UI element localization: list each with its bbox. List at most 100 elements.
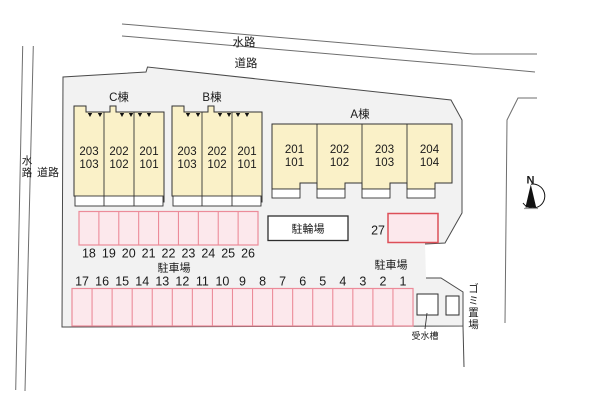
small-utility-box bbox=[445, 295, 460, 316]
waterway-left-line-outer bbox=[15, 45, 24, 391]
bicycle-parking-label: 駐輪場 bbox=[292, 222, 325, 236]
right-road-line bbox=[504, 97, 537, 324]
parking-space-number: 2 bbox=[379, 275, 386, 289]
parking-space-number: 8 bbox=[259, 275, 266, 289]
parking-space-number: 4 bbox=[339, 275, 346, 289]
compass-north-label: N bbox=[527, 175, 535, 187]
right-road: ゴミ置場 bbox=[468, 97, 537, 331]
unit-number-lower: 103 bbox=[79, 159, 98, 171]
entrance-porch bbox=[271, 188, 301, 199]
entrance-mark-icon bbox=[235, 113, 241, 117]
bicycle-parking-box bbox=[267, 215, 349, 242]
parking-space-number: 13 bbox=[155, 275, 169, 289]
parking-space-number: 14 bbox=[135, 275, 149, 289]
unit-number-upper: 202 bbox=[207, 146, 226, 158]
entrance-porch bbox=[172, 195, 262, 207]
building-b-outline bbox=[171, 105, 263, 203]
parking-space-number: 17 bbox=[75, 275, 89, 289]
top-waterway-road: 水路 道路 bbox=[121, 23, 537, 73]
entrance-porch bbox=[361, 188, 391, 199]
entrance-mark-icon bbox=[195, 113, 201, 117]
unit-number-upper: 201 bbox=[139, 146, 158, 158]
buildings: C棟203103202102201101B棟203103202102201101… bbox=[73, 90, 453, 207]
entrance-mark-icon bbox=[128, 113, 134, 117]
parking-space-number: 19 bbox=[102, 247, 116, 261]
parking-space-number: 21 bbox=[142, 247, 156, 261]
parking-space-number: 20 bbox=[122, 247, 136, 261]
waterway-left-label: 水路 bbox=[22, 155, 33, 179]
unit-number-lower: 104 bbox=[420, 157, 440, 169]
entrance-porch bbox=[406, 188, 436, 199]
entrance-mark-icon bbox=[119, 113, 125, 117]
unit-number-upper: 201 bbox=[285, 144, 304, 156]
building-name: C棟 bbox=[109, 90, 129, 104]
unit-number-lower: 103 bbox=[177, 159, 196, 171]
left-waterway-road: 水路 道路 bbox=[15, 45, 59, 392]
parking-space-number: 26 bbox=[241, 247, 255, 261]
parking-lot-label-left: 駐車場 bbox=[158, 261, 191, 275]
parking-space-number: 7 bbox=[279, 275, 286, 289]
building-c-outline bbox=[73, 105, 165, 203]
unit-number-lower: 103 bbox=[375, 157, 394, 169]
parking-space-number: 10 bbox=[215, 275, 229, 289]
compass: N bbox=[522, 175, 546, 210]
waterway-top-label: 水路 bbox=[233, 35, 256, 49]
parking-space-27: 27 bbox=[371, 212, 439, 244]
building-name: A棟 bbox=[350, 107, 370, 121]
unit-number-upper: 203 bbox=[375, 144, 394, 156]
parking-space-number: 11 bbox=[196, 275, 209, 289]
entrance-mark-icon bbox=[97, 113, 103, 117]
water-tank-area: 受水槽 bbox=[411, 293, 460, 341]
entrance-mark-icon bbox=[137, 113, 143, 117]
unit-number-upper: 204 bbox=[420, 144, 440, 156]
entrance-porch bbox=[74, 195, 164, 207]
entrance-mark-icon bbox=[226, 113, 232, 117]
parking-space-number: 1 bbox=[400, 275, 407, 289]
unit-number-upper: 201 bbox=[237, 146, 256, 158]
garbage-area-label: ゴミ置場 bbox=[468, 282, 479, 331]
parking-space-27-rect bbox=[387, 212, 439, 244]
unit-number-lower: 102 bbox=[330, 157, 349, 169]
parking-space-number: 6 bbox=[299, 275, 306, 289]
unit-number-upper: 202 bbox=[330, 144, 349, 156]
entrance-mark-icon bbox=[244, 113, 250, 117]
parking-space-number: 24 bbox=[201, 247, 215, 261]
parking-lot-label-right: 駐車場 bbox=[375, 258, 408, 272]
waterway-top-line-upper bbox=[121, 23, 537, 55]
north-arrow-icon bbox=[525, 184, 537, 208]
entrance-mark-icon bbox=[146, 113, 152, 117]
waterway-top-line-lower bbox=[121, 35, 536, 73]
parking-space-number: 22 bbox=[162, 247, 176, 261]
entrance-mark-icon bbox=[185, 113, 191, 117]
boundary-extension-line bbox=[462, 325, 465, 368]
parking-space-number: 23 bbox=[181, 247, 195, 261]
parking-space-number: 9 bbox=[239, 275, 246, 289]
unit-number-upper: 203 bbox=[79, 146, 98, 158]
building-name: B棟 bbox=[202, 90, 222, 104]
entrance-porch bbox=[316, 188, 346, 199]
water-tank-label: 受水槽 bbox=[411, 330, 438, 341]
unit-number-upper: 203 bbox=[177, 146, 196, 158]
entrance-mark-icon bbox=[217, 113, 223, 117]
parking-row-top: 18 19 20 21 22 23 24 25 26 bbox=[78, 210, 259, 261]
parking-space-number: 16 bbox=[95, 275, 109, 289]
unit-number-lower: 101 bbox=[139, 159, 158, 171]
waterway-left-line-inner bbox=[24, 45, 34, 392]
parking-space-number: 3 bbox=[359, 275, 366, 289]
parking-space-number: 12 bbox=[175, 275, 189, 289]
unit-number-lower: 102 bbox=[109, 159, 128, 171]
parking-space-number: 18 bbox=[82, 247, 96, 261]
unit-number-lower: 101 bbox=[237, 159, 256, 171]
parking-space-number: 25 bbox=[221, 247, 235, 261]
entrance-mark-icon bbox=[87, 113, 93, 117]
unit-number-lower: 102 bbox=[207, 159, 226, 171]
site-boundary-line bbox=[61, 66, 464, 328]
parking-row-rect bbox=[78, 210, 259, 246]
road-left-label: 道路 bbox=[37, 165, 59, 179]
